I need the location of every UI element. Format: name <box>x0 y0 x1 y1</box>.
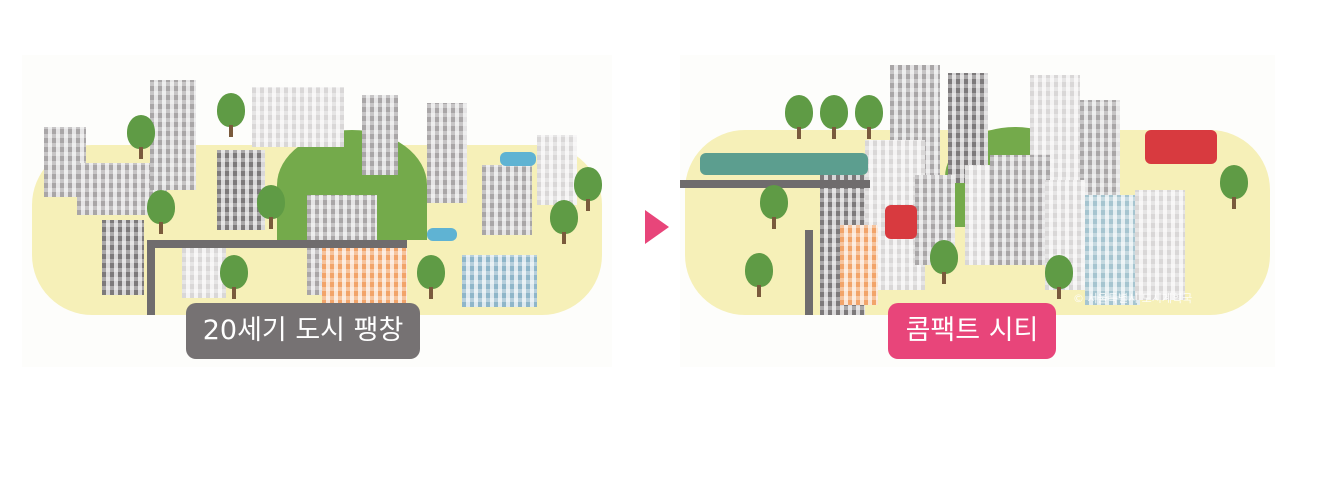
bus <box>1145 130 1217 164</box>
left-panel-label: 20세기 도시 팽창 <box>186 303 420 359</box>
railway <box>680 180 870 188</box>
tree <box>855 95 883 139</box>
building <box>482 165 532 235</box>
building <box>840 225 878 305</box>
tree <box>574 167 602 211</box>
tree <box>550 200 578 244</box>
tree <box>417 255 445 299</box>
tree <box>820 95 848 139</box>
car <box>500 152 536 166</box>
left-illustration <box>22 55 612 367</box>
building <box>462 255 537 307</box>
triangle-right-icon <box>645 210 669 244</box>
road <box>805 230 813 315</box>
tree <box>127 115 155 159</box>
building <box>102 220 144 295</box>
car <box>427 228 457 241</box>
tree <box>1045 255 1073 299</box>
right-illustration <box>680 55 1275 367</box>
building <box>1080 100 1120 210</box>
building <box>217 150 265 230</box>
road <box>147 240 155 315</box>
train <box>700 153 868 175</box>
building <box>427 103 467 203</box>
building <box>322 245 407 305</box>
copyright-notice: © 서울특별시 도시계획국 <box>1073 292 1193 305</box>
building <box>1135 190 1185 300</box>
tree <box>930 240 958 284</box>
tree <box>220 255 248 299</box>
tree <box>760 185 788 229</box>
building <box>537 135 577 205</box>
building <box>990 155 1050 265</box>
building <box>362 95 398 175</box>
building <box>252 87 344 147</box>
building <box>948 73 988 183</box>
bus <box>885 205 917 239</box>
building <box>182 240 226 298</box>
tree <box>257 185 285 229</box>
building <box>150 80 196 190</box>
building <box>1085 195 1140 305</box>
tree <box>1220 165 1248 209</box>
tree <box>785 95 813 139</box>
tree <box>147 190 175 234</box>
tree <box>745 253 773 297</box>
right-panel-label: 콤팩트 시티 <box>888 303 1056 359</box>
road <box>147 240 407 248</box>
tree <box>217 93 245 137</box>
